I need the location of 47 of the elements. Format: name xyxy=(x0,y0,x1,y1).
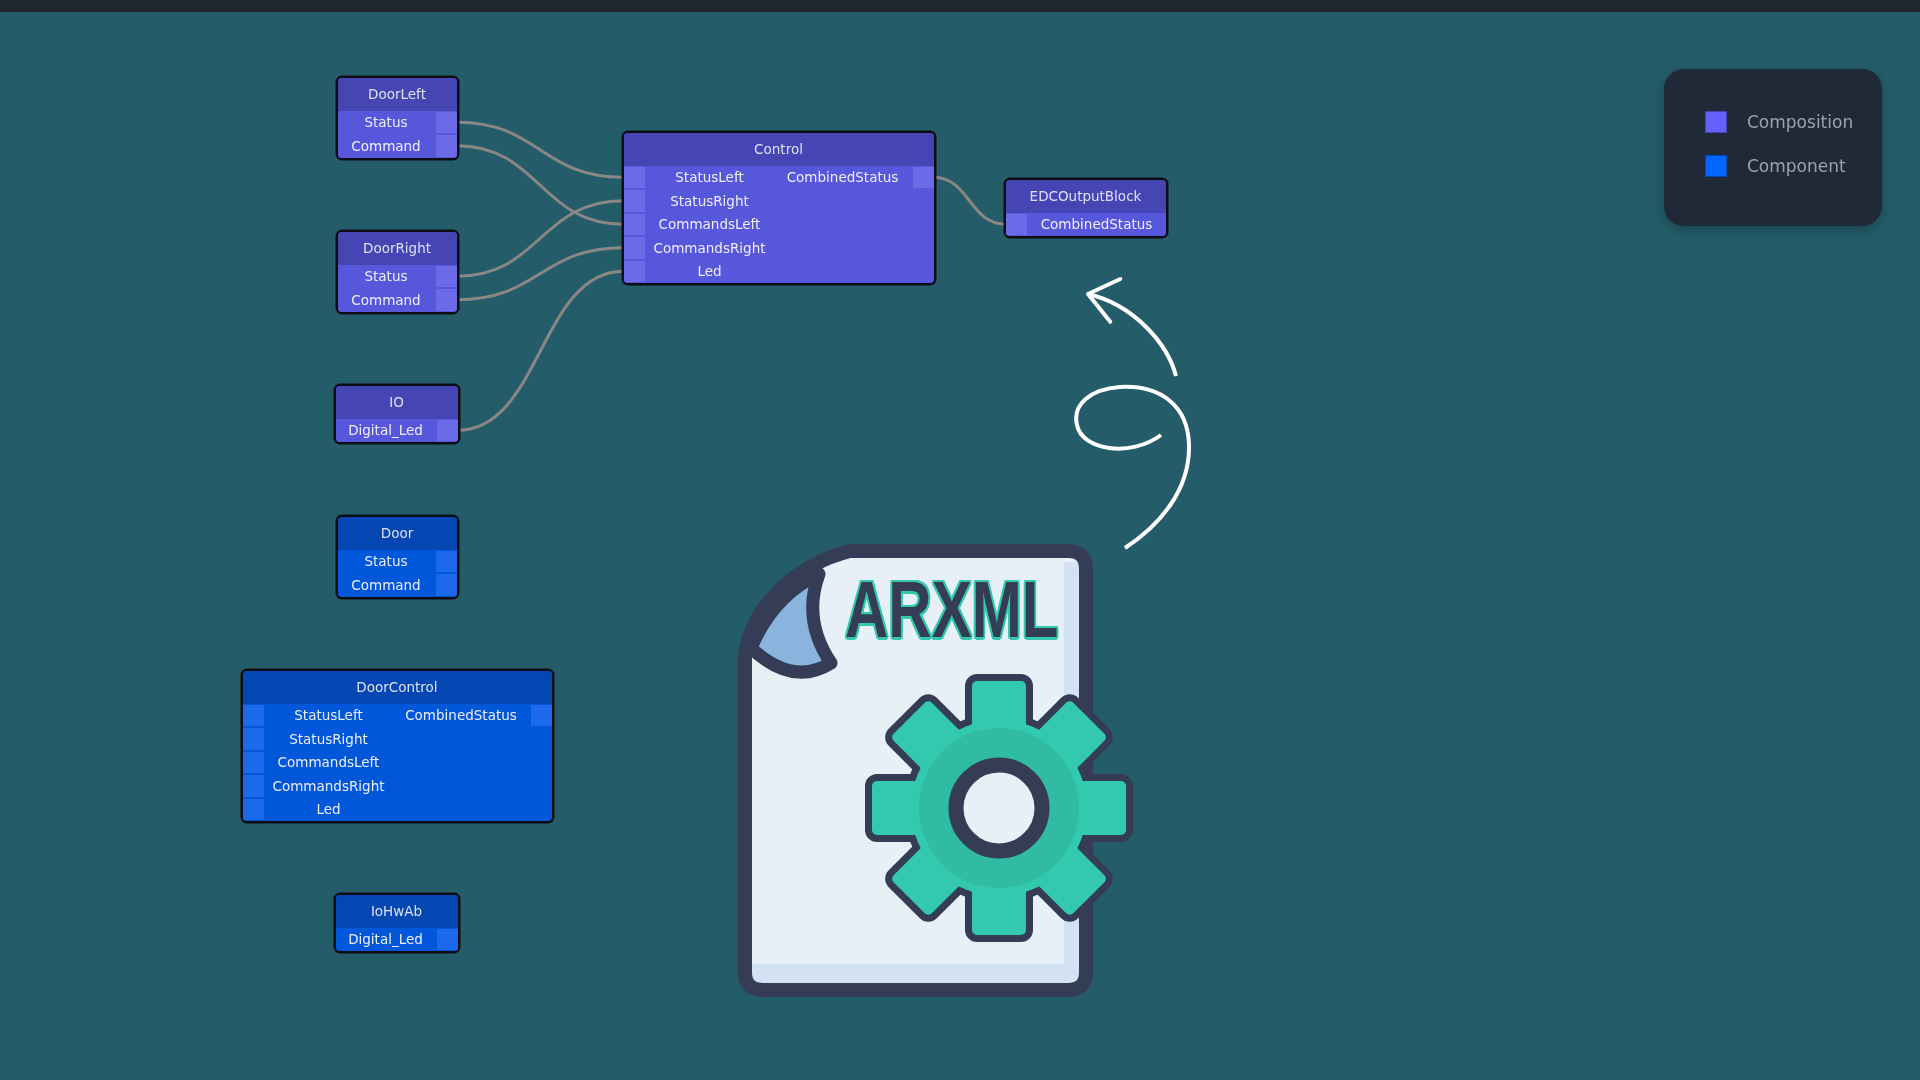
port-label: Status xyxy=(364,553,408,570)
component-block xyxy=(337,516,457,597)
legend-label: Composition xyxy=(1747,112,1854,132)
block-title: IoHwAb xyxy=(335,894,458,928)
port-label: StatusLeft xyxy=(294,707,363,724)
port-label: Led xyxy=(697,263,722,280)
port-label: StatusRight xyxy=(289,730,368,747)
port-label: Command xyxy=(351,291,421,308)
curly-arrow xyxy=(1074,278,1191,550)
port-label: CombinedStatus xyxy=(786,169,899,186)
legend-label: Component xyxy=(1747,156,1846,176)
port-row xyxy=(1005,212,1166,236)
port-row xyxy=(335,927,458,951)
port-label: StatusLeft xyxy=(675,169,744,186)
block-title: IO xyxy=(335,385,458,419)
composition-block xyxy=(335,385,458,442)
port-label: CommandsRight xyxy=(272,777,385,794)
component-block xyxy=(242,670,552,821)
port-label: Digital_Led xyxy=(348,422,423,439)
composition-block xyxy=(1005,179,1166,236)
block-title: DoorRight xyxy=(337,231,457,265)
port-label: Status xyxy=(364,114,408,131)
port-label: CombinedStatus xyxy=(405,707,517,724)
component-block xyxy=(335,894,458,951)
file-type-label: ARXML xyxy=(845,570,1059,650)
composition-block xyxy=(623,132,934,283)
block-title: EDCOutputBlock xyxy=(1005,179,1166,213)
port-label: Command xyxy=(351,137,421,154)
port-label: Command xyxy=(351,576,421,593)
port-label: Led xyxy=(316,801,341,818)
composition-block xyxy=(337,231,457,312)
port-label: Status xyxy=(364,268,408,285)
composition-block xyxy=(337,77,457,158)
port-label: CommandsLeft xyxy=(277,754,380,771)
port-label: CommandsLeft xyxy=(658,216,761,233)
port-label: Digital_Led xyxy=(348,931,423,948)
block-title: Control xyxy=(623,132,934,166)
port-label: CommandsRight xyxy=(653,239,766,256)
port-row xyxy=(335,418,458,442)
port-label: StatusRight xyxy=(670,192,749,209)
block-title: DoorControl xyxy=(242,670,552,704)
port-row xyxy=(337,288,457,312)
port-row xyxy=(337,573,457,597)
port-row xyxy=(337,134,457,158)
port-label: CombinedStatus xyxy=(1040,216,1153,233)
block-title: Door xyxy=(337,516,457,550)
block-title: DoorLeft xyxy=(337,77,457,111)
